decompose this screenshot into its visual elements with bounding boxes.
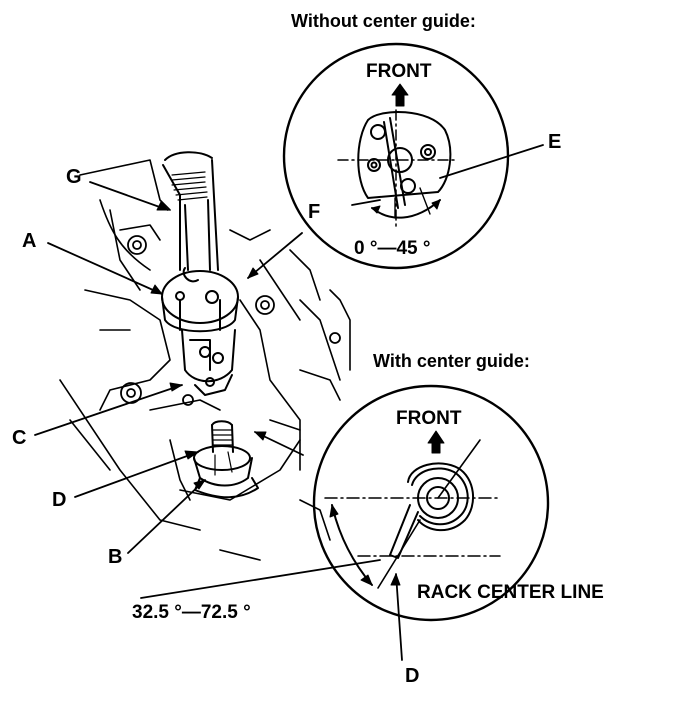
detail-circle-without-guide <box>282 42 510 270</box>
title-without-center-guide: Without center guide: <box>291 11 476 31</box>
front-arrow-top <box>391 83 409 107</box>
rack-center-line-label: RACK CENTER LINE <box>417 582 604 603</box>
callout-d-bottom: D <box>405 665 420 687</box>
leader-arrowheads <box>150 201 401 586</box>
callout-d-left: D <box>52 489 67 511</box>
front-label-bottom: FRONT <box>396 408 462 429</box>
callout-f: F <box>308 201 321 223</box>
pinion-boot <box>193 420 259 499</box>
callout-c: C <box>12 427 27 449</box>
steering-shaft <box>162 151 219 271</box>
front-arrow-bottom <box>427 430 445 454</box>
callout-a: A <box>22 230 37 252</box>
title-with-center-guide: With center guide: <box>373 351 530 371</box>
angle-label-top: 0 °—45 ° <box>354 238 431 259</box>
callout-e: E <box>548 131 562 153</box>
background-frame-outline <box>59 159 351 561</box>
detail-circle-with-guide <box>312 384 550 622</box>
angle-label-bottom: 32.5 °—72.5 ° <box>132 602 251 623</box>
callout-g: G <box>66 166 82 188</box>
universal-joint <box>161 267 239 396</box>
front-label-top: FRONT <box>366 61 432 82</box>
leader-lines <box>34 144 544 661</box>
callout-b: B <box>108 546 123 568</box>
